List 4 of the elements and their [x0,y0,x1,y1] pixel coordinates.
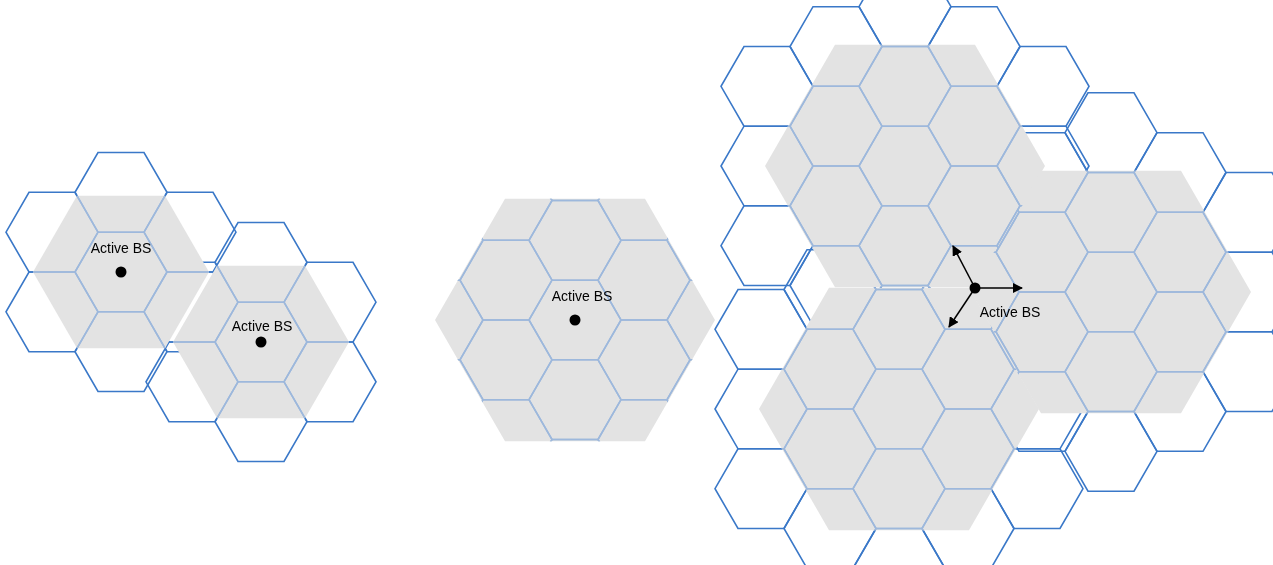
base-station-label: Active BS [551,289,613,303]
base-station-label: Active BS [979,305,1041,319]
base-station-label: Active BS [90,241,152,255]
base-station-label: Active BS [231,319,293,333]
